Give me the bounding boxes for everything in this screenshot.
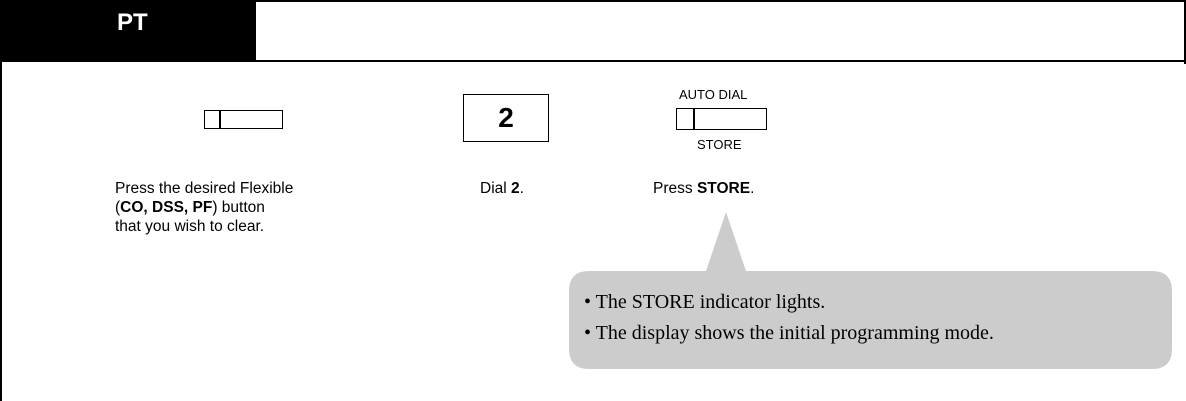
- step2-caption-pre: Dial: [480, 180, 512, 197]
- store-button-icon: [676, 108, 767, 130]
- flexible-button-icon: [204, 110, 283, 129]
- step1-caption-line1: Press the desired Flexible: [115, 180, 294, 197]
- frame-top-border: [0, 0, 1186, 2]
- dial-key-label: 2: [498, 102, 514, 133]
- frame-right-border: [1184, 0, 1186, 64]
- callout-bullet-2: •: [584, 322, 592, 344]
- store-label: STORE: [697, 137, 742, 152]
- frame-left-border: [0, 0, 2, 401]
- step3-caption-post: .: [750, 180, 755, 197]
- header-divider: [0, 60, 1186, 62]
- auto-dial-label: AUTO DIAL: [679, 87, 748, 102]
- callout-note-2-text: The display shows the initial programmin…: [595, 322, 994, 344]
- callout-bullet-1: •: [584, 291, 592, 313]
- step3-caption-pre: Press: [653, 180, 697, 197]
- step1-caption: Press the desired Flexible (CO, DSS, PF)…: [115, 179, 335, 236]
- step2-caption: Dial 2.: [480, 179, 524, 198]
- step1-caption-bold: CO, DSS, PF: [120, 199, 213, 216]
- step3-caption-bold: STORE: [696, 180, 751, 197]
- dial-key-2: 2: [463, 94, 549, 142]
- flexible-button-lamp-divider: [219, 111, 221, 128]
- callout-note-1-text: The STORE indicator lights.: [595, 291, 826, 313]
- step1-caption-close: ) button: [212, 199, 265, 216]
- store-button-lamp-divider: [693, 109, 695, 129]
- header-title: PT: [117, 9, 148, 36]
- callout-note-2: • The display shows the initial programm…: [584, 322, 994, 345]
- header-tab: PT: [0, 0, 256, 60]
- step1-caption-line3: that you wish to clear.: [115, 218, 265, 235]
- step2-caption-post: .: [519, 180, 524, 197]
- callout-note-1: • The STORE indicator lights.: [584, 291, 825, 314]
- step3-caption: Press STORE.: [653, 179, 754, 198]
- step1-caption-open: (: [115, 199, 121, 216]
- step2-caption-bold: 2: [511, 180, 520, 197]
